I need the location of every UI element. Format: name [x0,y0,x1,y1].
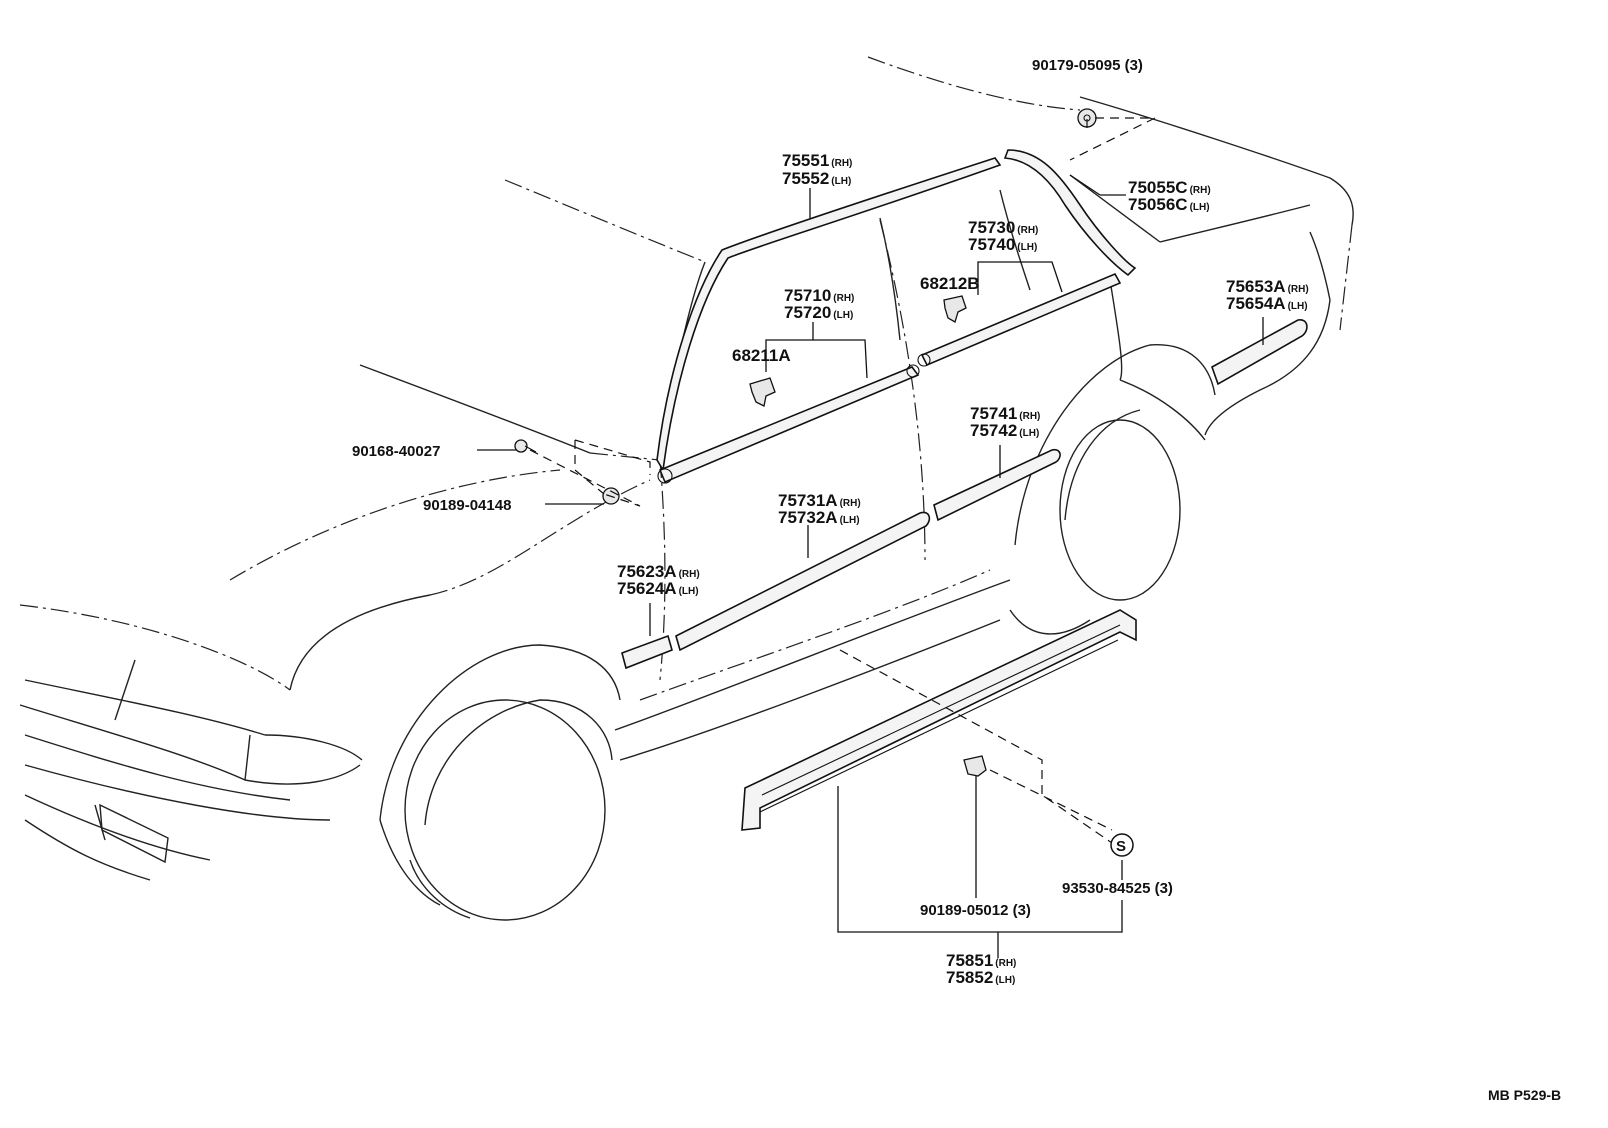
front-door-belt-molding-75710 [657,364,920,484]
quarter-window-molding-75055c [1003,149,1137,277]
label-75056c: 75056C(LH) [1128,195,1210,214]
label-75742: 75742(LH) [970,421,1039,440]
label-68211a: 68211A [732,346,791,365]
label-75720: 75720(LH) [784,303,853,322]
rocker-panel-molding-75851 [741,609,1137,831]
label-75741: 75741(RH) [970,404,1040,423]
roof-drip-molding-75551 [656,157,1002,473]
label-75710: 75710(RH) [784,286,854,305]
label-75654a: 75654A(LH) [1226,294,1308,313]
label-75653a: 75653A(RH) [1226,277,1309,296]
label-75851: 75851(RH) [946,951,1016,970]
fender-molding-75623a [621,634,673,670]
front-door-molding-75731a [675,511,931,652]
label-68212b: 68212B [920,274,980,293]
clip-68211a [749,377,776,407]
label-93530-84525: 93530-84525 (3) [1062,880,1173,897]
rear-door-belt-molding-75730 [917,272,1122,367]
leader-lines [477,117,1264,958]
diagram-code: MB P529-B [1488,1087,1561,1103]
screw-90168-40027 [514,439,537,453]
symbol-s: S [1116,838,1126,855]
label-90168-40027: 90168-40027 [352,443,440,460]
label-75623a: 75623A(RH) [617,562,700,581]
label-75551: 75551(RH) [782,151,852,170]
clip-90189-05012 [963,755,987,777]
label-75731a: 75731A(RH) [778,491,861,510]
car-body-outline [19,56,1354,921]
clip-68212b [943,295,967,323]
label-75055c: 75055C(RH) [1128,178,1211,197]
label-90189-04148: 90189-04148 [423,497,511,514]
label-75732a: 75732A(LH) [778,508,860,527]
label-90179-05095: 90179-05095 (3) [1032,57,1143,74]
label-75852: 75852(LH) [946,968,1015,987]
label-90189-05012: 90189-05012 (3) [920,902,1031,919]
label-75740: 75740(LH) [968,235,1037,254]
label-75552: 75552(LH) [782,169,851,188]
symbol-s-circle [1110,833,1134,857]
quarter-molding-75653a [1211,319,1308,386]
label-75730: 75730(RH) [968,218,1038,237]
rear-door-molding-75741 [933,448,1061,522]
label-75624a: 75624A(LH) [617,579,699,598]
